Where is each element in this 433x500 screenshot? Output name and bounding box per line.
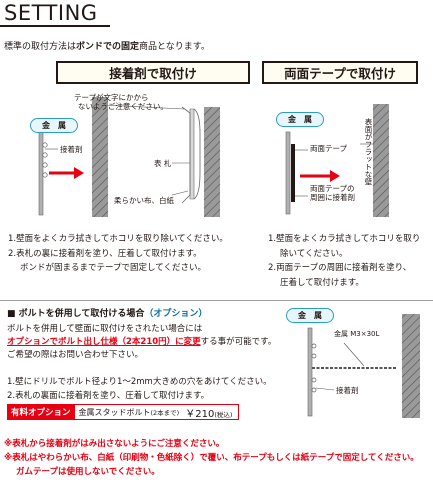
paid-option-row: 有料オプション 金属スタッドボルト(2本まで) ￥210(税込) [7, 404, 240, 420]
bolt-line-2: オプションでボルト出し仕様（2本210円）に変更する事が可能です。 [7, 336, 282, 349]
bolt-spec-label: 金属 M3×30L [334, 330, 380, 338]
caution-line-2: ないようご注意ください。 [78, 102, 168, 111]
flat-wall-label: 表面がフラットな壁 [364, 118, 373, 186]
paid-option-item: 金属スタッドボルト(2本まで) ￥210(税込) [74, 404, 240, 420]
intro-suffix: 商品となります。 [139, 42, 210, 52]
bolt-line-2-rest: する事が可能です。 [200, 337, 277, 347]
bolt-diagram: 金 属 金属 M3×30L 接着剤 [284, 308, 430, 418]
bolt-step-2: 2.表札の裏面に接着剤を塗り、圧着して取付けます。 [7, 390, 210, 401]
bolt-line-1: ボルトを併用して壁面に取付けをされたい場合には [7, 324, 203, 334]
note-3: ガムテープは使用しないでください。 [16, 467, 160, 477]
nameplate-tape [285, 131, 291, 215]
nameplate-left [38, 130, 44, 216]
bolt-title-option: （オプション） [144, 309, 208, 319]
adhesive-around-line-2: 周囲に接着剤 [310, 193, 355, 202]
nameplate-label: 表 札 [154, 159, 172, 168]
adhesive-label-left: 接着剤 [60, 145, 83, 154]
double-tape-label: 両面テープ [310, 144, 348, 153]
adhesive-around-line-1: 両面テープの [310, 184, 355, 193]
option-price-note: (税込) [214, 410, 233, 419]
tape-step-2b: 圧着して取付けます。 [280, 277, 364, 288]
option-price: ￥210(税込) [185, 408, 233, 420]
tape-method-heading: 両面テープで取付け [262, 61, 418, 84]
wall-right [204, 107, 220, 217]
arrow-head-left [74, 167, 84, 179]
tape-steps: 1.壁面をよくカラ拭きしてホコリを取り 除いてください。 2.両面テープの周囲に… [268, 232, 430, 290]
adhesive-step-3: ボンドが固まるまでテープで固定してください。 [20, 263, 206, 273]
metal-pill-left: 金 属 [30, 118, 78, 133]
intro-prefix: 標準の取付方法は [4, 42, 77, 52]
adhesive-diagram: テープが文字にかから ないようご注意ください。 金 属 接着剤 表 札 柔らかい… [22, 93, 252, 217]
bolt-step-1: 1.壁にドリルでボルト径より1～2mm大きめの穴をあけてください。 [7, 377, 272, 387]
intro-text: 標準の取付方法はボンドでの固定商品となります。 [4, 39, 210, 52]
page-title: SETTING [4, 1, 98, 25]
tape-diagram: 金 属 両面テープ 両面テープの 周囲に接着剤 表面がフラットな壁 [268, 104, 413, 217]
option-item-note: (2本まで) [150, 408, 180, 417]
tape-step-1b: 除いてください。 [280, 248, 348, 259]
tape-step-2a: 2.両面テープの周囲に接着剤を塗り、 [268, 263, 412, 273]
title-underline [0, 25, 110, 27]
bolt-line-3: ご希望の際はお問い合わせ下さい。 [7, 350, 144, 360]
adhesive-step-2: 2.表札の裏に接着剤を塗り、圧着して取付けます。 [8, 248, 202, 259]
wall-tape [373, 104, 389, 217]
adhesive-around-label: 両面テープの 周囲に接着剤 [310, 184, 355, 202]
metal-pill-right: 金 属 [276, 112, 324, 127]
bolt-diagram-art [307, 314, 420, 418]
caution-notes: ※表札から接着剤がはみ出さないようにご注意ください。 ※表札はやわらかい布、白紙… [4, 437, 419, 479]
tape-diagram-art [285, 104, 389, 217]
adhesive-steps: 1.壁面をよくカラ拭きしてホコリを取り除いてください。 2.表札の裏に接着剤を塗… [8, 232, 258, 276]
metal-pill-bolt: 金 属 [286, 308, 334, 323]
wall-left [92, 97, 108, 217]
caution-label: テープが文字にかから ないようご注意ください。 [74, 93, 168, 111]
adhesive-step-1: 1.壁面をよくカラ拭きしてホコリを取り除いてください。 [8, 234, 228, 244]
nameplate-bolt [307, 327, 313, 417]
option-item-name: 金属スタッドボルト(2本まで) [78, 407, 180, 417]
intro-bold: ボンドでの固定 [76, 42, 140, 52]
adhesive-label-bolt: 接着剤 [336, 386, 359, 395]
caution-line-1: テープが文字にかから [74, 93, 149, 102]
bolt-title-prefix: ■ ボルトを併用して取付ける場合 [7, 309, 145, 319]
bolt-section-title: ■ ボルトを併用して取付ける場合（オプション） [7, 306, 207, 319]
tape-step-1a: 1.壁面をよくカラ拭きしてホコリを取り [268, 234, 421, 244]
cloth-label: 柔らかい布、白紙 [114, 196, 174, 205]
bolt-line-2-red: オプションでボルト出し仕様（2本210円）に変更 [7, 337, 201, 347]
arrow-head-right [330, 170, 340, 182]
double-tape-strip [291, 144, 295, 202]
adhesive-method-heading: 接着剤で取付け [56, 61, 250, 84]
note-1: ※表札から接着剤がはみ出さないようにご注意ください。 [4, 439, 225, 449]
bolt-section-box [0, 300, 433, 423]
note-2: ※表札はやわらかい布、白紙（印刷物・色紙除く）で覆い、布テープもしくは紙テープで… [4, 453, 419, 463]
paid-option-tag: 有料オプション [7, 404, 75, 420]
bolt-section-body: ボルトを併用して壁面に取付けをされたい場合には オプションでボルト出し仕様（2本… [7, 323, 282, 362]
adhesive-diagram-art [38, 97, 220, 217]
bolt-steps: 1.壁にドリルでボルト径より1～2mm大きめの穴をあけてください。 2.表札の裏… [7, 376, 272, 403]
wall-bolt [402, 314, 420, 418]
